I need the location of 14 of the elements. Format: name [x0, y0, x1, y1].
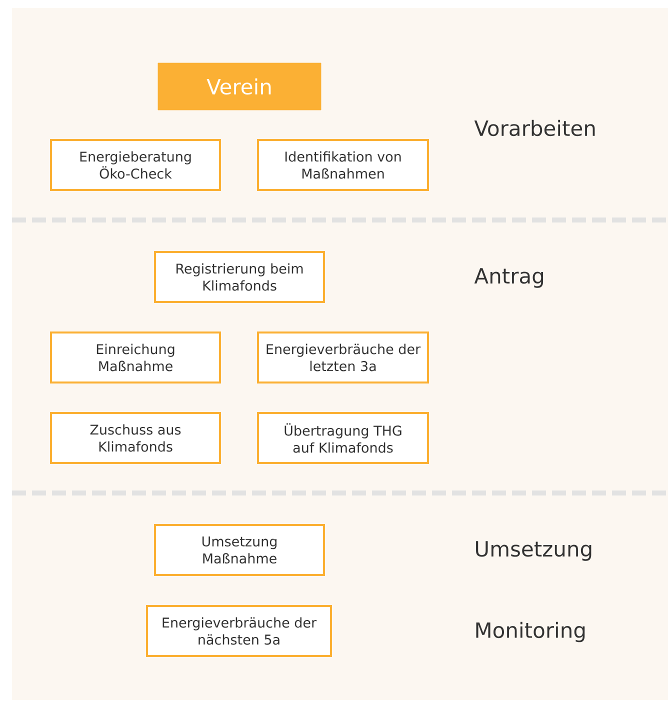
process-box: Identifikation von Maßnahmen: [257, 139, 429, 191]
process-box: Einreichung Maßnahme: [50, 332, 221, 384]
phase-label: Umsetzung: [476, 541, 592, 561]
process-box: Zuschuss aus Klimafonds: [50, 412, 221, 464]
process-box: Umsetzung Maßnahme: [154, 524, 325, 576]
process-box: Energieverbräuche der nächsten 5a: [146, 605, 332, 657]
phase-label: Antrag: [474, 268, 544, 288]
phase-label: Monitoring: [476, 622, 585, 642]
phase-label: Vorarbeiten: [474, 120, 595, 136]
process-box: Registrierung beim Klimafonds: [154, 251, 325, 303]
process-box: Energieverbräuche der letzten 3a: [257, 332, 429, 384]
process-box: Energieberatung Öko-Check: [50, 139, 221, 191]
title-banner: Verein: [158, 62, 322, 110]
process-box: Übertragung THG auf Klimafonds: [257, 412, 429, 464]
